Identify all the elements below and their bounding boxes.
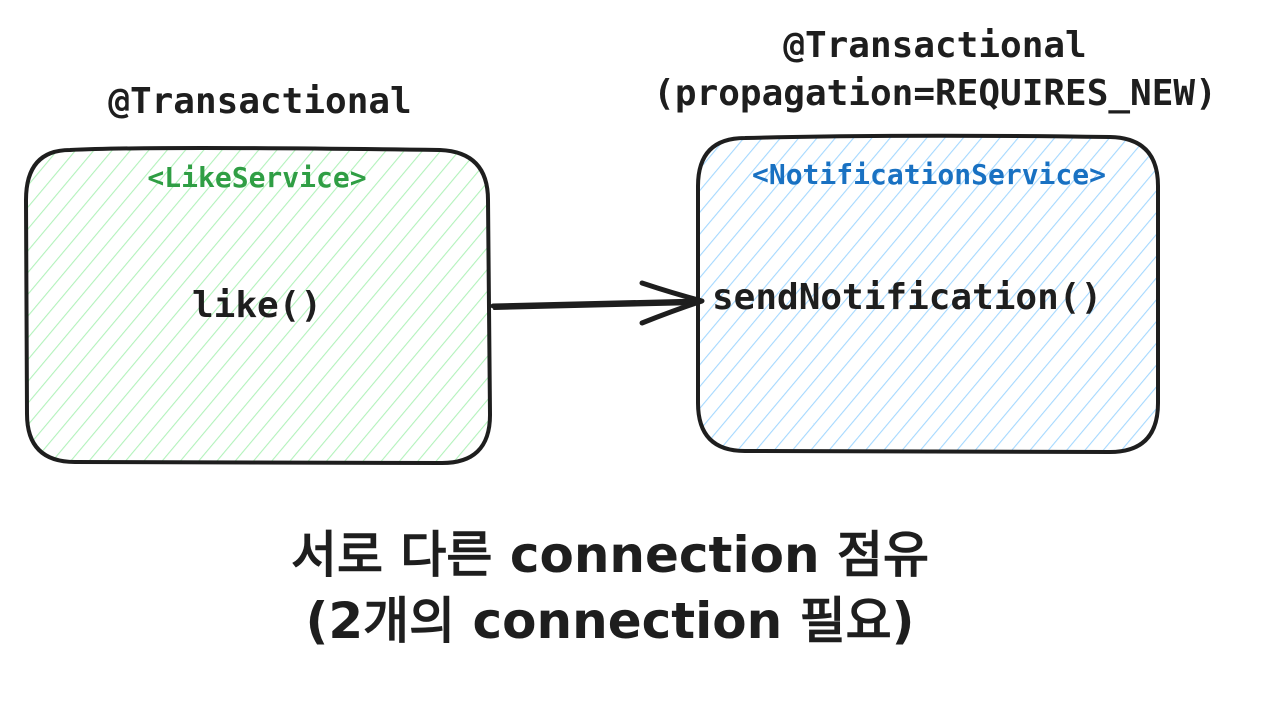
notification-service-hatch [698, 135, 1158, 452]
annotation-line-1: @Transactional [783, 25, 1087, 66]
like-service-annotation: @Transactional [108, 81, 412, 122]
arrow-shaft [490, 298, 703, 309]
send-notification-method: sendNotification() [712, 277, 1103, 318]
notification-service-outline [696, 133, 1160, 454]
caption: 서로 다른 connection 점유 (2개의 connection 필요) [140, 522, 1080, 654]
like-service-label: <LikeService> [147, 161, 367, 194]
like-service-box[interactable] [20, 140, 500, 475]
annotation-line-2: (propagation=REQUIRES_NEW) [653, 73, 1217, 114]
caption-line-2: (2개의 connection 필요) [305, 592, 915, 650]
arrow-head [639, 280, 705, 326]
notification-service-box[interactable] [690, 130, 1170, 465]
like-service-hatch [26, 148, 490, 464]
like-service-outline [24, 146, 492, 466]
like-method: like() [191, 285, 323, 326]
arrow-shaft-echo [493, 303, 699, 310]
notification-service-label: <NotificationService> [751, 158, 1106, 191]
call-arrow [490, 280, 705, 326]
caption-line-1: 서로 다른 connection 점유 [291, 526, 929, 584]
notification-service-annotation: @Transactional (propagation=REQUIRES_NEW… [600, 22, 1270, 118]
